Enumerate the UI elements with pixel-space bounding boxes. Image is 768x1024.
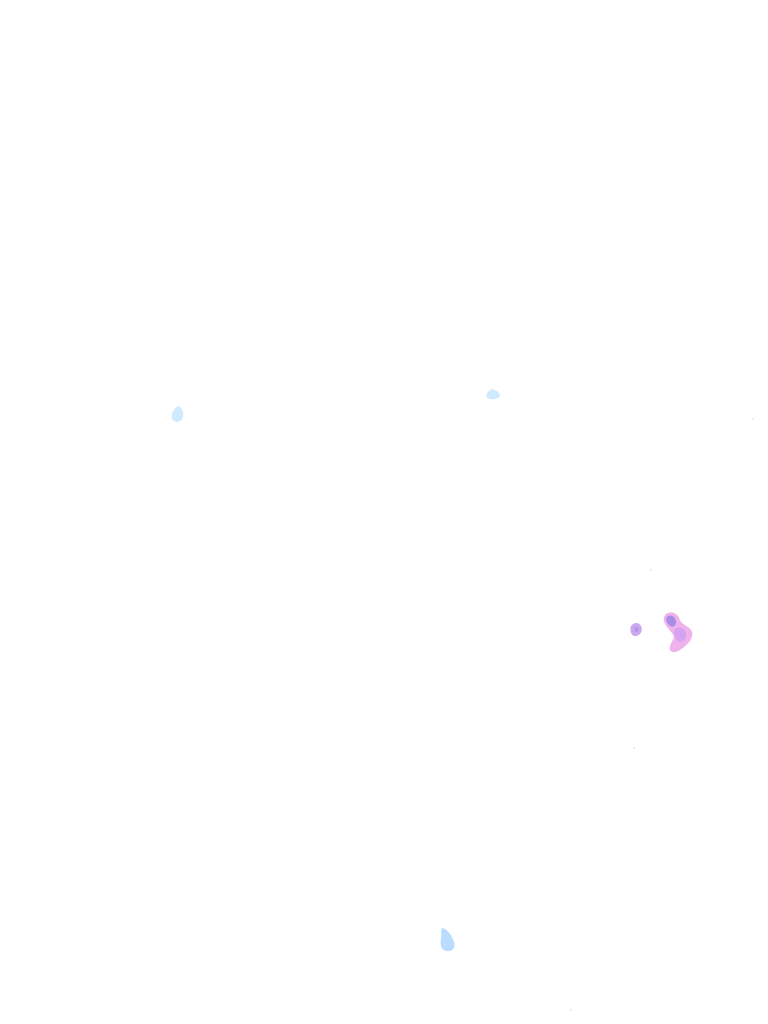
speck <box>633 747 635 749</box>
light-blue-blob <box>171 406 184 422</box>
small-violet-blob <box>630 623 642 637</box>
light-blue-blob <box>440 928 455 952</box>
light-blue-blob <box>486 389 500 400</box>
speck <box>752 418 754 420</box>
speck <box>570 1009 572 1011</box>
violet-magenta-blob <box>663 612 693 653</box>
speck <box>650 569 652 571</box>
